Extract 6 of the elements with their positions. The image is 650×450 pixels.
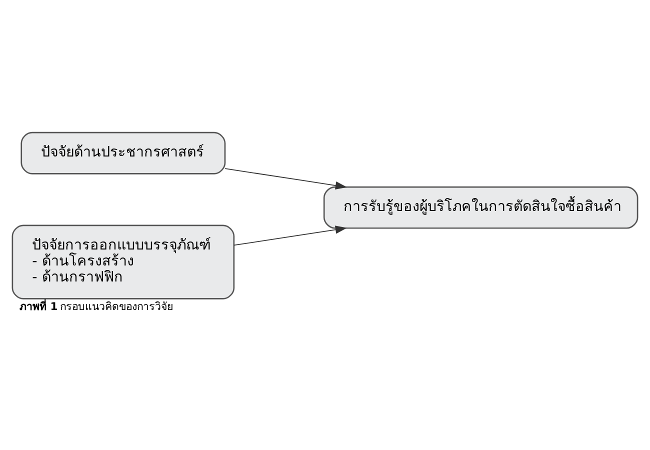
caption: ภาพที่ 1 กรอบแนวคิดของการวิจัย	[20, 300, 173, 313]
arrow	[224, 168, 348, 190]
node-box: ปัจจัยการออกแบบบรรจุภัณฑ์ - ด้านโครงสร้าง - ด้านกราฟฟิก	[12, 224, 235, 300]
node-box: การรับรู้ของผู้บริโภคในการตัดสินใจซื้อสินค้า	[323, 186, 638, 229]
node-box: ปัจจัยด้านประชากรศาสตร์	[20, 132, 226, 174]
arrow	[234, 226, 348, 246]
